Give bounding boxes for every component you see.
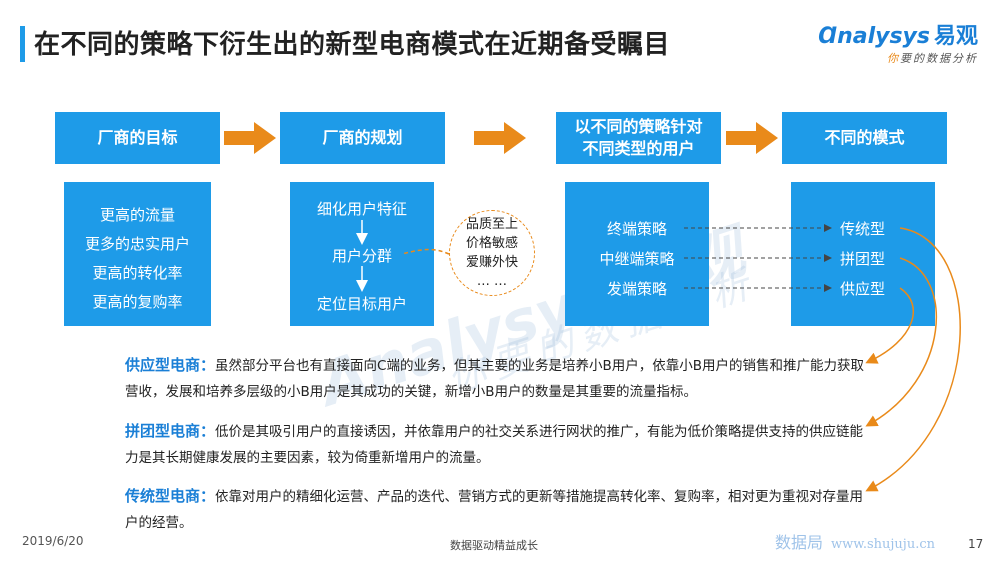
bubble-line: … …: [476, 274, 508, 289]
footer-date: 2019/6/20: [22, 534, 84, 548]
logo-cn: 易观: [933, 24, 978, 49]
footer-watermark-url: www.shujuju.cn: [831, 537, 935, 552]
bubble-line: 品质至上: [465, 217, 518, 232]
page-number: 17: [968, 537, 984, 551]
footer-watermark: 数据局 www.shujuju.cn: [775, 529, 935, 553]
paragraph-label: 拼团型电商：: [125, 422, 216, 440]
mode-header: 不同的模式: [782, 112, 947, 164]
footer-slogan: 数据驱动精益成长: [450, 539, 538, 552]
goal-list: 更高的流量 更多的忠实用户 更高的转化率 更高的复购率: [64, 182, 211, 326]
page-title: 在不同的策略下衍生出的新型电商模式在近期备受瞩目: [34, 30, 671, 60]
plan-header: 厂商的规划: [280, 112, 445, 164]
title-accent-bar: [20, 26, 25, 62]
mode-item: 传统型: [840, 220, 886, 238]
bubble-line: 爱赚外快: [465, 255, 518, 270]
mode-item: 供应型: [840, 280, 886, 298]
plan-item: 细化用户特征: [316, 200, 407, 218]
paragraph-group: 拼团型电商：低价是其吸引用户的直接诱因，并依靠用户的社交关系进行网状的推广，有能…: [125, 418, 865, 471]
logo-brand: nalysys: [837, 24, 930, 49]
strategy-list: 终端策略 中继端策略 发端策略: [565, 182, 709, 326]
paragraph-label: 供应型电商：: [125, 356, 216, 374]
paragraph-text: 依靠对用户的精细化运营、产品的迭代、营销方式的更新等措施提高转化率、复购率，相对…: [125, 489, 864, 531]
mode-list: 传统型 拼团型 供应型: [791, 182, 935, 326]
flow-arrow-icon: [224, 122, 276, 154]
plan-item: 定位目标用户: [316, 295, 407, 313]
paragraph-text: 虽然部分平台也有直接面向C端的业务，但其主要的业务是培养小B用户，依靠小B用户的…: [125, 358, 864, 400]
strategy-item: 发端策略: [606, 280, 667, 298]
logo-a-icon: Ɑ: [818, 24, 838, 49]
goal-item: 更高的流量: [99, 206, 175, 224]
footer-watermark-cn: 数据局: [775, 533, 824, 552]
paragraph-label: 传统型电商：: [125, 487, 216, 505]
flow-arrow-icon: [474, 122, 526, 154]
strategy-header-line-2: 不同类型的用户: [582, 139, 695, 158]
goal-item: 更多的忠实用户: [84, 235, 190, 253]
paragraph-traditional: 传统型电商：依靠对用户的精细化运营、产品的迭代、营销方式的更新等措施提高转化率、…: [125, 483, 865, 536]
strategy-item: 中继端策略: [599, 250, 675, 268]
user-traits-bubble: 品质至上 价格敏感 爱赚外快 … …: [449, 210, 535, 296]
strategy-header: 以不同的策略针对 不同类型的用户: [556, 112, 721, 164]
goal-item: 更高的复购率: [92, 293, 183, 311]
strategy-header-line-1: 以不同的策略针对: [574, 117, 703, 136]
plan-item: 用户分群: [331, 247, 392, 265]
flow-arrow-icon: [726, 122, 778, 154]
logo-sub-accent: 你: [887, 52, 900, 65]
plan-list: 细化用户特征 用户分群 定位目标用户: [290, 182, 434, 326]
paragraph-supply: 供应型电商：虽然部分平台也有直接面向C端的业务，但其主要的业务是培养小B用户，依…: [125, 352, 865, 405]
goal-header: 厂商的目标: [55, 112, 220, 164]
strategy-item: 终端策略: [606, 220, 667, 238]
logo-sub-rest: 要的数据分析: [900, 52, 978, 65]
mode-item: 拼团型: [840, 250, 886, 268]
goal-item: 更高的转化率: [92, 264, 183, 282]
bubble-line: 价格敏感: [465, 236, 518, 251]
paragraph-text: 低价是其吸引用户的直接诱因，并依靠用户的社交关系进行网状的推广，有能为低价策略提…: [125, 424, 864, 466]
